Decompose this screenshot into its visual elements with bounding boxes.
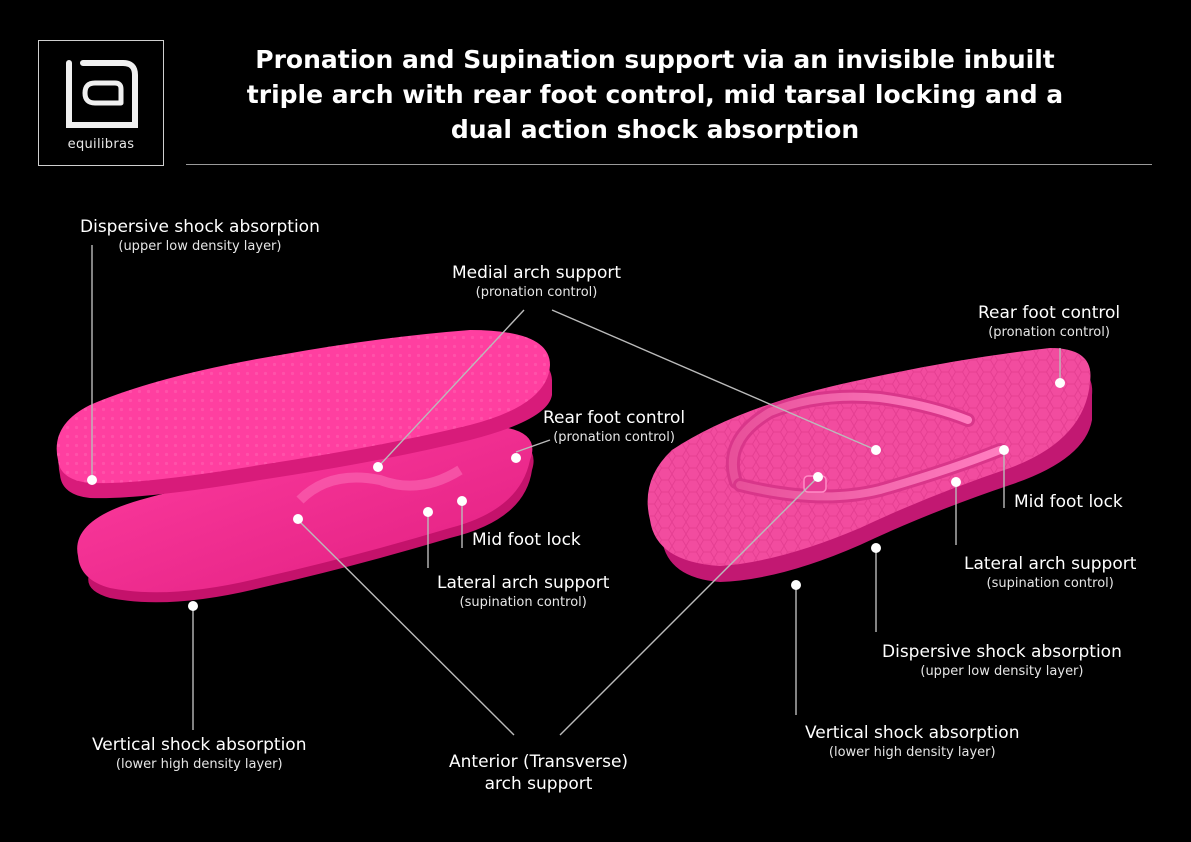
label-medial-arch: Medial arch support (pronation control) xyxy=(452,263,622,300)
label-lateral-arch-right: Lateral arch support (supination control… xyxy=(964,554,1137,591)
lower-sole-layer xyxy=(77,427,534,603)
upper-sole-layer xyxy=(56,330,552,499)
label-rear-foot-left: Rear foot control (pronation control) xyxy=(543,408,686,445)
label-rear-foot-right: Rear foot control (pronation control) xyxy=(978,303,1121,340)
label-dispersive-left: Dispersive shock absorption (upper low d… xyxy=(80,217,320,254)
callout-dots xyxy=(87,378,1065,611)
label-mid-foot-lock-right: Mid foot lock xyxy=(1014,492,1123,512)
equilibras-logo-icon xyxy=(66,60,138,128)
flip-flop xyxy=(647,348,1093,582)
label-vertical-right: Vertical shock absorption (lower high de… xyxy=(805,723,1020,760)
title-divider xyxy=(186,164,1152,165)
label-vertical-left: Vertical shock absorption (lower high de… xyxy=(92,735,307,772)
brand-logo: equilibras xyxy=(38,40,164,166)
page-title: Pronation and Supination support via an … xyxy=(246,45,1064,144)
leader-lines xyxy=(91,245,1061,736)
brand-name: equilibras xyxy=(67,137,135,152)
label-mid-foot-lock-left: Mid foot lock xyxy=(472,530,581,550)
label-anterior-arch: Anterior (Transverse) arch support xyxy=(449,752,629,794)
label-dispersive-right: Dispersive shock absorption (upper low d… xyxy=(882,642,1122,679)
label-lateral-arch-left: Lateral arch support (supination control… xyxy=(437,573,610,610)
